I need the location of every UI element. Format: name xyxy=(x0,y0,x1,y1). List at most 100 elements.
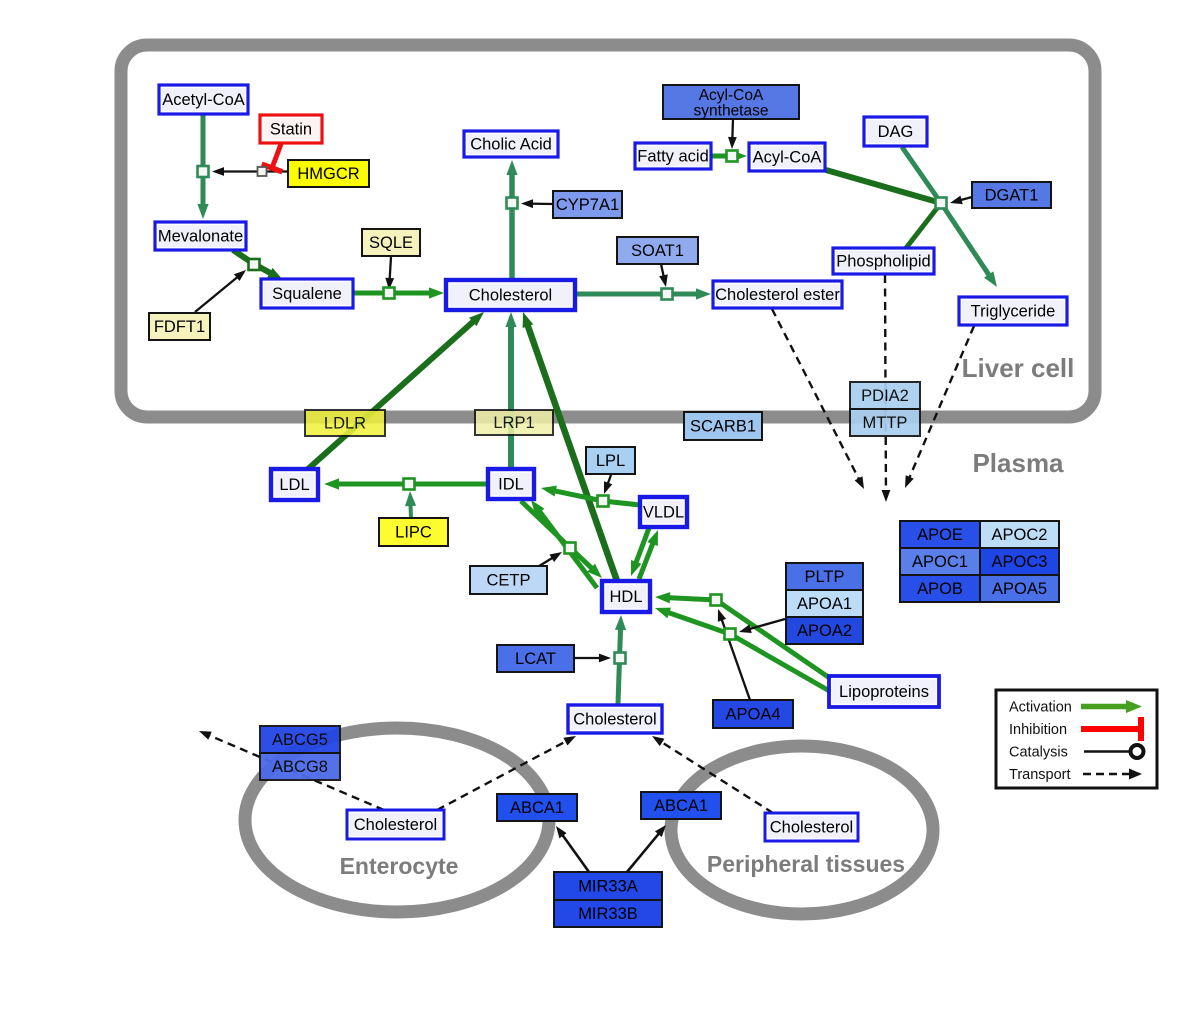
node-mir33a[interactable]: MIR33A xyxy=(553,871,663,901)
node-ldl[interactable]: LDL xyxy=(268,466,321,503)
node-box-abca1-enterocyte[interactable] xyxy=(496,793,578,822)
node-box-abcg8[interactable] xyxy=(259,752,341,781)
node-abca1-peripheral[interactable]: ABCA1 xyxy=(640,791,722,820)
node-sqle[interactable]: SQLE xyxy=(361,228,421,257)
node-squalene[interactable]: Squalene xyxy=(259,277,355,310)
edge-cholesterol-to-cholesterol-ester xyxy=(576,288,711,300)
node-box-lrp1[interactable] xyxy=(474,409,554,436)
node-box-cyp7a1[interactable] xyxy=(552,190,623,219)
node-statin[interactable]: Statin xyxy=(258,113,324,145)
node-acyl-coa[interactable]: Acyl-CoA xyxy=(747,141,827,173)
node-triglyceride[interactable]: Triglyceride xyxy=(957,295,1069,327)
node-fatty-acid[interactable]: Fatty acid xyxy=(633,141,713,171)
node-abcg8[interactable]: ABCG8 xyxy=(259,752,341,781)
node-box-apoa1[interactable] xyxy=(785,589,864,618)
node-box-apoa2[interactable] xyxy=(785,616,864,645)
node-hdl[interactable]: HDL xyxy=(599,578,653,615)
node-box-mir33a[interactable] xyxy=(553,871,663,901)
node-cholesterol-ester[interactable]: Cholesterol ester xyxy=(711,279,844,310)
edge-arrowhead-lipoproteins-to-hdl-lower xyxy=(655,607,672,619)
node-fdft1[interactable]: FDFT1 xyxy=(148,312,211,341)
node-lpl[interactable]: LPL xyxy=(585,446,636,475)
anchor-fdft1 xyxy=(247,257,261,272)
node-dgat1[interactable]: DGAT1 xyxy=(971,181,1052,209)
node-apoc3[interactable]: APOC3 xyxy=(979,547,1060,576)
node-box-lcat[interactable] xyxy=(496,644,575,673)
node-acetyl-coa[interactable]: Acetyl-CoA xyxy=(157,83,250,116)
edge-line-mir33-to-abca1-peripheral xyxy=(625,829,663,873)
node-hmgcr[interactable]: HMGCR xyxy=(287,159,370,188)
node-cholesterol-enterocyte[interactable]: Cholesterol xyxy=(345,808,446,841)
node-label-pdia2: PDIA2 xyxy=(861,387,909,405)
node-cholesterol-liver[interactable]: Cholesterol xyxy=(443,277,578,313)
node-box-soat1[interactable] xyxy=(616,236,699,265)
node-scarb1[interactable]: SCARB1 xyxy=(683,411,763,441)
node-pltp[interactable]: PLTP xyxy=(785,562,864,591)
node-abca1-enterocyte[interactable]: ABCA1 xyxy=(496,793,578,822)
node-box-inner-lipoproteins xyxy=(832,679,936,704)
edge-fdft1-catalysis xyxy=(194,270,246,313)
enterocyte-label: Enterocyte xyxy=(340,853,459,879)
node-lrp1[interactable]: LRP1 xyxy=(474,409,554,436)
node-box-abca1-peripheral[interactable] xyxy=(640,791,722,820)
node-box-scarb1[interactable] xyxy=(683,411,763,441)
node-box-hmgcr[interactable] xyxy=(287,159,370,188)
node-apoa5[interactable]: APOA5 xyxy=(979,574,1060,603)
node-apoc2[interactable]: APOC2 xyxy=(979,520,1060,549)
node-box-abcg5[interactable] xyxy=(259,725,341,754)
node-label-hdl: HDL xyxy=(609,588,642,606)
node-cholesterol-plasma[interactable]: Cholesterol xyxy=(566,703,664,735)
node-cholesterol-peripheral[interactable]: Cholesterol xyxy=(763,811,860,843)
node-box-lipc[interactable] xyxy=(378,517,449,547)
node-box-acyl-coa-synthetase[interactable] xyxy=(662,84,800,120)
node-cholic-acid[interactable]: Cholic Acid xyxy=(462,129,560,159)
node-box-fdft1[interactable] xyxy=(148,312,211,341)
node-label-lrp1: LRP1 xyxy=(493,414,534,432)
node-box-apoa5[interactable] xyxy=(979,574,1060,603)
node-mttp[interactable]: MTTP xyxy=(849,408,921,437)
node-box-apob[interactable] xyxy=(899,574,981,603)
node-cetp[interactable]: CETP xyxy=(469,565,548,595)
edge-line-vldl-to-idl xyxy=(549,487,641,508)
node-lipoproteins[interactable]: Lipoproteins xyxy=(827,674,941,709)
node-mir33b[interactable]: MIR33B xyxy=(553,899,663,928)
node-box-lpl[interactable] xyxy=(585,446,636,475)
node-apoa4[interactable]: APOA4 xyxy=(712,699,794,729)
node-label-statin: Statin xyxy=(270,121,312,139)
node-box-cetp[interactable] xyxy=(469,565,548,595)
node-box-ldlr[interactable] xyxy=(304,409,386,437)
node-box-mttp[interactable] xyxy=(849,408,921,437)
node-pdia2[interactable]: PDIA2 xyxy=(849,381,921,410)
node-box-apoa4[interactable] xyxy=(712,699,794,729)
node-phospholipid[interactable]: Phospholipid xyxy=(831,246,936,276)
edge-arrowhead-hmgcr-catalysis xyxy=(212,167,224,176)
node-idl[interactable]: IDL xyxy=(485,466,537,502)
node-box-inner-dag xyxy=(867,120,924,143)
node-ldlr[interactable]: LDLR xyxy=(304,409,386,437)
node-apob[interactable]: APOB xyxy=(899,574,981,603)
node-label-cetp: CETP xyxy=(486,572,530,590)
node-mevalonate[interactable]: Mevalonate xyxy=(153,220,248,252)
node-box-pltp[interactable] xyxy=(785,562,864,591)
node-box-dgat1[interactable] xyxy=(971,181,1052,209)
node-apoa1[interactable]: APOA1 xyxy=(785,589,864,618)
node-lcat[interactable]: LCAT xyxy=(496,644,575,673)
node-soat1[interactable]: SOAT1 xyxy=(616,236,699,265)
node-box-sqle[interactable] xyxy=(361,228,421,257)
anchor-cyp7a1 xyxy=(505,196,519,210)
node-label-abca1-enterocyte: ABCA1 xyxy=(510,799,564,817)
node-dag[interactable]: DAG xyxy=(862,115,929,148)
node-apoa2[interactable]: APOA2 xyxy=(785,616,864,645)
node-box-mir33b[interactable] xyxy=(553,899,663,928)
edge-arrowhead-apoa4-catalysis xyxy=(717,609,727,622)
node-apoc1[interactable]: APOC1 xyxy=(899,547,981,576)
node-box-apoc2[interactable] xyxy=(979,520,1060,549)
node-abcg5[interactable]: ABCG5 xyxy=(259,725,341,754)
node-lipc[interactable]: LIPC xyxy=(378,517,449,547)
edge-arrowhead-lcat-catalysis xyxy=(599,653,611,663)
node-vldl[interactable]: VLDL xyxy=(637,494,690,530)
node-cyp7a1[interactable]: CYP7A1 xyxy=(552,190,623,219)
node-apoe[interactable]: APOE xyxy=(899,520,981,549)
node-box-inner-squalene xyxy=(264,282,350,305)
